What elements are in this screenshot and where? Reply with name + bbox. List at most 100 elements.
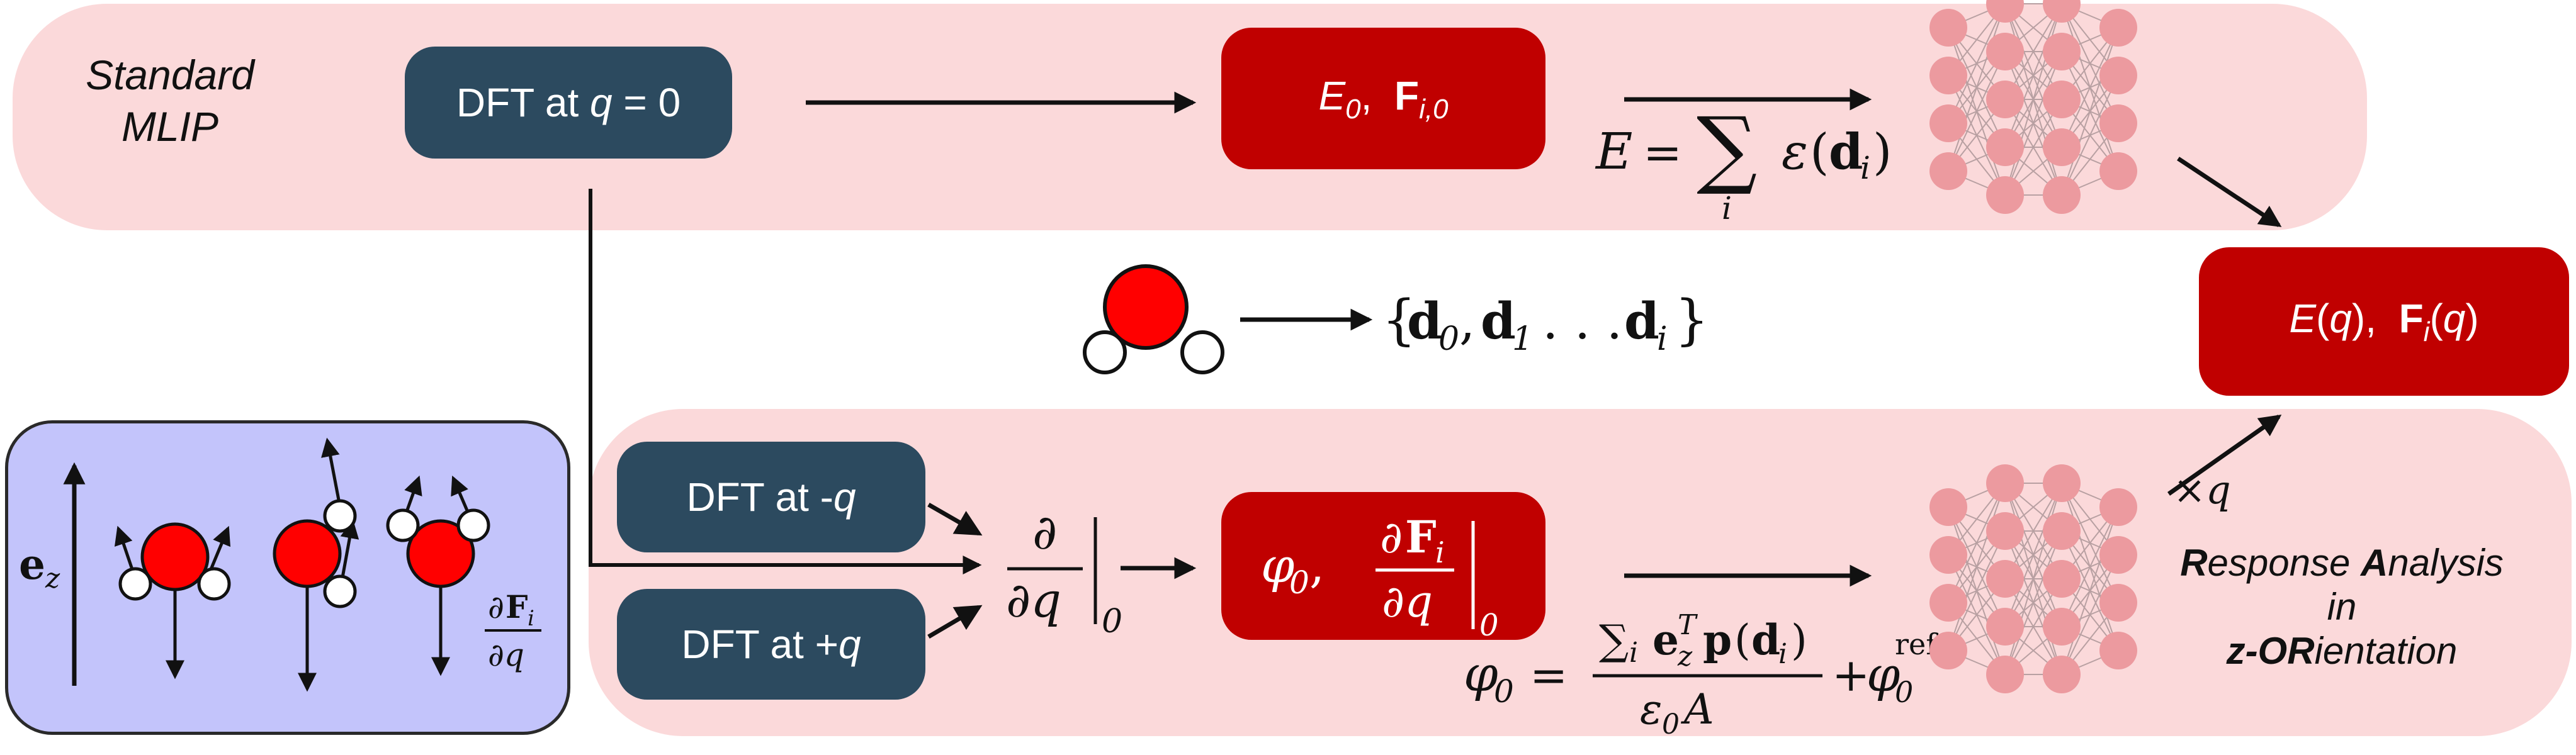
svg-text:z: z [1677, 640, 1693, 673]
svg-text:(: ( [1734, 616, 1751, 664]
svg-text:d: d [1407, 291, 1442, 350]
nn-top-edge [2061, 75, 2119, 196]
nn-top-edge [2061, 27, 2119, 148]
nn-bottom-node [2043, 656, 2081, 693]
nn-bottom-node [1986, 512, 2024, 550]
nn-bottom-edge [2061, 506, 2119, 627]
nn-top-node [1929, 57, 1967, 94]
svg-text:0: 0 [1102, 603, 1122, 640]
svg-text:E: E [1595, 122, 1632, 181]
svg-text:d: d [1751, 615, 1780, 664]
nn-bottom-edge [1948, 483, 2006, 603]
rao-line1: Response Analysis [2180, 542, 2504, 584]
nn-bottom-node [1986, 560, 2024, 598]
svg-text:φ: φ [1464, 646, 1498, 703]
dft-q0-box: DFT at q = 0 [405, 47, 732, 159]
nn-top-node [2099, 152, 2137, 190]
svg-text:}: } [1675, 289, 1709, 352]
energy-forces-q0-box: E0, Fi,0 [1221, 28, 1545, 169]
svg-text:=: = [1530, 649, 1568, 702]
svg-text:F: F [1405, 511, 1437, 563]
energy-forces-q-box: E(q), Fi(q) [2199, 247, 2569, 396]
svg-text:. . .: . . . [1542, 292, 1622, 350]
svg-text:∂q: ∂q [1006, 572, 1061, 628]
svg-text:d: d [1624, 291, 1659, 350]
nn-top-node [2099, 104, 2137, 142]
water-molecule [1083, 264, 1224, 374]
arrow-response-network-to-result [2167, 414, 2282, 496]
svg-text:i: i [1435, 535, 1445, 569]
svg-text:ε: ε [1782, 124, 1808, 181]
scale-by-q-label: ×q [2173, 467, 2231, 513]
svg-text:d: d [1829, 123, 1863, 181]
force-response-legend-panel [5, 420, 570, 735]
nn-bottom-edge [1948, 530, 2006, 651]
svg-text:∑: ∑ [1599, 616, 1629, 664]
nn-top-edge [2061, 27, 2119, 196]
svg-text:∑: ∑ [1697, 99, 1757, 198]
svg-text:i: i [1722, 190, 1732, 226]
ez-axis-label: ez [19, 540, 60, 595]
dft-plus-q-text: DFT at +q [681, 622, 861, 667]
nn-bottom-node [2099, 488, 2137, 526]
neural-network-top [1929, 0, 2137, 214]
legend-contents: ez [19, 437, 541, 692]
dft-plus-q-box: DFT at +q [617, 589, 925, 700]
standard-mlip-title: Standard MLIP [63, 49, 277, 152]
nn-top-edge [2004, 3, 2062, 148]
nn-bottom-edge [1948, 483, 2006, 651]
svg-text:{: { [1382, 289, 1416, 352]
phi-formula: φ 0 = ∑ i e z T p ( d i ) ε 0 A + φ 0 re… [1464, 609, 1938, 741]
svg-text:e: e [1652, 615, 1679, 664]
svg-text:ε: ε [1640, 685, 1662, 734]
nn-top-node [1986, 81, 2024, 118]
rao-line3: z-ORientation [2226, 630, 2458, 672]
energy-forces-q-text: E(q), Fi(q) [2289, 296, 2479, 347]
energy-formula: E = ∑ i ε ( d i ) [1595, 99, 1892, 226]
legend-molecule-1 [114, 522, 231, 680]
nn-bottom-edge [2061, 506, 2119, 675]
dft-minus-q-box: DFT at -q [617, 442, 925, 552]
svg-text:T: T [1678, 609, 1698, 641]
nn-top-node [2099, 9, 2137, 47]
svg-text:i: i [528, 606, 534, 631]
svg-text:,: , [1309, 537, 1325, 593]
nn-top-node [2099, 57, 2137, 94]
phi-force-derivative-text: φ 0 , ∂ F i ∂q 0 [1261, 511, 1499, 643]
svg-text:∂: ∂ [1380, 512, 1403, 563]
arrow-network-to-result [2177, 157, 2282, 227]
svg-text:0: 0 [1895, 675, 1913, 709]
svg-text:0: 0 [1479, 608, 1499, 643]
derivative-operator: ∂ ∂q 0 [1006, 504, 1122, 640]
nn-bottom-node [2099, 584, 2137, 622]
hydrogen-atom-left [1083, 330, 1127, 374]
svg-text:i: i [1778, 638, 1787, 670]
nn-top-node [2043, 176, 2081, 214]
nn-top-node [1929, 152, 1967, 190]
rao-label: Response Analysis in z-ORientation [2121, 541, 2562, 673]
nn-top-edge [1948, 3, 2006, 124]
nn-top-node [2043, 0, 2081, 23]
nn-bottom-node [1929, 536, 1967, 574]
nn-top-node [1986, 128, 2024, 166]
svg-text:=: = [1643, 126, 1682, 180]
nn-bottom-node [2099, 632, 2137, 669]
oxygen-atom [1103, 264, 1189, 350]
legend-force-derivative-label: ∂ F i ∂q [485, 588, 541, 673]
svg-text:d: d [1481, 291, 1516, 350]
svg-text:∂q: ∂q [488, 637, 524, 673]
nn-top-node [2043, 81, 2081, 118]
connector-q0-to-derivative [589, 189, 982, 574]
nn-bottom-node [2099, 536, 2137, 574]
arrow-minus-q-to-derivative [927, 502, 983, 536]
nn-top-node [1986, 0, 2024, 23]
nn-top-edge [1948, 51, 2006, 172]
dft-minus-q-text: DFT at -q [686, 474, 856, 520]
nn-bottom-node [2043, 560, 2081, 598]
nn-top-edge [1948, 3, 2006, 172]
neural-network-bottom [1929, 464, 2137, 693]
nn-bottom-node [1986, 656, 2024, 693]
descriptor-set: { d 0 , d 1 . . . d i } [1382, 289, 1709, 358]
svg-text:∂q: ∂q [1382, 576, 1433, 627]
